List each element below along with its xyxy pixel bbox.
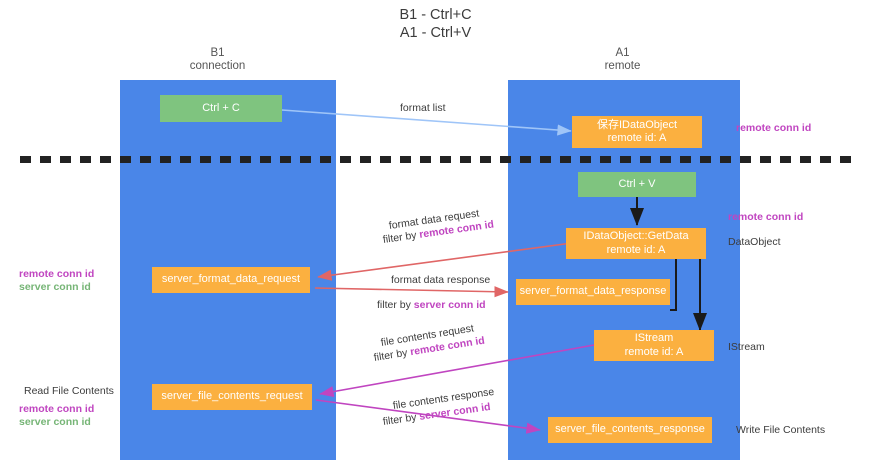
column-header-b1-role: connection [189,60,246,72]
filter-prefix: filter by [382,228,421,246]
node-ctrl-c-label: Ctrl + C [202,101,240,114]
node-ctrl-v-label: Ctrl + V [618,177,656,190]
filter-prefix: filter by [382,410,421,428]
node-server-file-contents-response[interactable]: server_file_contents_response [548,417,712,443]
node-ctrl-c[interactable]: Ctrl + C [160,95,282,122]
edge-label-format-list: format list [400,102,446,114]
edge-format-data-response [314,286,509,298]
annotation-right-dataobject: DataObject [728,236,781,248]
annotation-left-read-file-contents: Read File Contents [24,385,114,397]
column-header-a1: A1 remote [555,47,690,73]
phase-divider [20,156,858,163]
annotation-right-istream: IStream [728,341,765,353]
column-header-b1: B1 connection [150,47,285,73]
node-idataobject-getdata[interactable]: IDataObject::GetData remote id: A [566,228,706,259]
title-line-2: A1 - Ctrl+V [399,25,472,41]
node-server-format-data-request-label: server_format_data_request [161,273,301,286]
annotation-right-top-remote-conn-id: remote conn id [736,122,812,134]
node-save-idataobject[interactable]: 保存IDataObject remote id: A [572,116,702,148]
node-save-idataobject-line1: 保存IDataObject [596,118,678,131]
annotation-left-low-remote-conn-id: remote conn id [19,403,95,415]
node-server-format-data-request[interactable]: server_format_data_request [152,267,310,293]
annotation-right-write-file-contents: Write File Contents [736,424,826,436]
annotation-left-low-server-conn-id: server conn id [19,416,91,428]
edge-label-format-data-response: format data response [391,274,491,286]
column-header-a1-role: remote [604,60,641,72]
annotation-left-remote-conn-id: remote conn id [19,268,95,280]
node-istream-line1: IStream [634,332,674,344]
node-server-format-data-response-label: server_format_data_response [519,285,667,298]
node-server-file-contents-request[interactable]: server_file_contents_request [152,384,312,410]
column-header-b1-name: B1 [210,47,225,59]
node-idataobject-getdata-line1: IDataObject::GetData [583,230,689,242]
node-istream[interactable]: IStream remote id: A [594,330,714,361]
column-header-a1-name: A1 [615,47,630,59]
node-idataobject-getdata-line2: remote id: A [606,243,666,256]
node-istream-line2: remote id: A [624,345,684,358]
filter-prefix: filter by [377,299,414,311]
node-server-file-contents-request-label: server_file_contents_request [161,390,303,403]
node-server-format-data-response[interactable]: server_format_data_response [516,279,670,305]
annotation-right-mid-remote-conn-id: remote conn id [728,211,804,223]
title-line-1: B1 - Ctrl+C [399,7,472,23]
node-ctrl-v[interactable]: Ctrl + V [578,172,696,197]
node-save-idataobject-line2: remote id: A [607,132,667,144]
diagram-title: B1 - Ctrl+C A1 - Ctrl+V [0,6,871,42]
edge-label-format-data-response-filter: filter by server conn id [377,299,486,312]
filter-prefix: filter by [372,346,412,364]
annotation-left-server-conn-id: server conn id [19,281,91,293]
node-server-file-contents-response-label: server_file_contents_response [555,423,705,436]
filter-key-server-conn-id: server conn id [413,299,486,311]
